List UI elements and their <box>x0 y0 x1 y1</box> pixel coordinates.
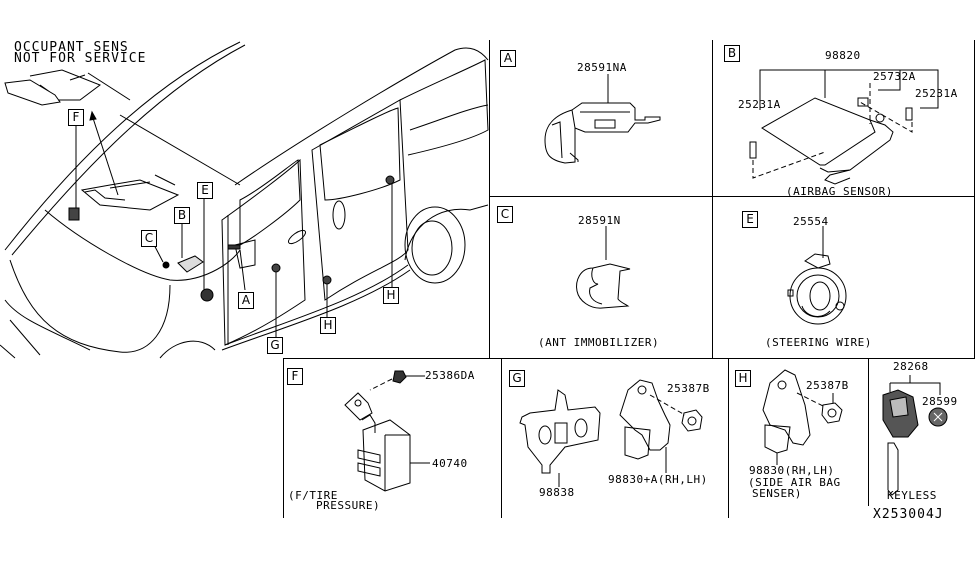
tire-pressure-caption-line1: (F/TIRE <box>288 489 338 502</box>
callout-B[interactable]: B <box>174 207 190 224</box>
callout-H-rear[interactable]: H <box>383 287 399 304</box>
divider-row1 <box>489 196 975 197</box>
side-airbag-sensor-icon <box>762 369 843 465</box>
ant-immobilizer-caption: (ANT IMMOBILIZER) <box>538 336 660 349</box>
airbag-sensor-caption: (AIRBAG SENSOR) <box>786 185 893 198</box>
part-number-25732A[interactable]: 25732A <box>873 70 916 83</box>
divider-fg <box>501 358 502 518</box>
part-number-25554[interactable]: 25554 <box>793 215 829 228</box>
antenna-immobilizer-icon <box>576 226 631 309</box>
panel-B-key: B <box>724 45 740 62</box>
panel-E-key: E <box>742 211 758 228</box>
steering-wire-spiral-cable-icon <box>787 226 847 325</box>
divider-h-keyless <box>868 358 869 506</box>
diagram-id: X253004J <box>873 507 944 522</box>
airbag-sensor-icon <box>749 69 939 185</box>
tire-pressure-receiver-icon <box>344 370 430 492</box>
divider-gh <box>728 358 729 518</box>
steering-wire-icon <box>200 288 214 302</box>
part-number-25231A-right[interactable]: 25231A <box>915 87 958 100</box>
panel-H-key: H <box>735 370 751 387</box>
part-number-98838[interactable]: 98838 <box>539 486 575 499</box>
divider-f-left <box>283 358 284 518</box>
part-number-98820[interactable]: 98820 <box>825 49 861 62</box>
part-number-98830[interactable]: 98830(RH,LH) <box>749 464 835 477</box>
vehicle-illustration <box>0 41 489 359</box>
callout-H-front[interactable]: H <box>320 317 336 334</box>
panel-A-key: A <box>500 50 516 67</box>
divider-row2 <box>283 358 975 359</box>
occupant-sensor-note-line2: NOT FOR SERVICE <box>14 51 147 66</box>
callout-C[interactable]: C <box>141 230 157 247</box>
callout-F[interactable]: F <box>68 109 84 126</box>
part-number-28591NA[interactable]: 28591NA <box>577 61 627 74</box>
divider-ab <box>712 40 713 358</box>
occupant-sensor-mat-icon <box>4 69 131 106</box>
divider-overview-right <box>489 40 490 358</box>
steering-wire-caption: (STEERING WIRE) <box>765 336 872 349</box>
callout-G[interactable]: G <box>267 337 283 354</box>
callout-E[interactable]: E <box>197 182 213 199</box>
part-number-25387B-G[interactable]: 25387B <box>667 382 710 395</box>
part-number-28268[interactable]: 28268 <box>893 360 929 373</box>
panel-F-key: F <box>287 368 303 385</box>
callout-A[interactable]: A <box>238 292 254 309</box>
part-number-25386DA[interactable]: 25386DA <box>425 369 475 382</box>
side-airbag-caption-line2: SENSER) <box>752 487 802 500</box>
tire-pressure-caption-line2: PRESSURE) <box>316 499 381 512</box>
tire-pressure-unit-icon <box>68 207 80 221</box>
part-number-40740[interactable]: 40740 <box>432 457 468 470</box>
keyless-caption: KEYLESS <box>887 489 937 502</box>
side-airbag-caption-line1: (SIDE AIR BAG <box>748 476 841 489</box>
occupant-sensor-note-line1: OCCUPANT SENS <box>14 40 129 55</box>
side-airbag-sensor-bracket-icon <box>519 379 703 487</box>
part-number-25387B-H[interactable]: 25387B <box>806 379 849 392</box>
part-number-28599[interactable]: 28599 <box>922 395 958 408</box>
panel-G-key: G <box>509 370 525 387</box>
panel-C-key: C <box>497 206 513 223</box>
keyless-remote-icon <box>882 375 948 496</box>
divider-overview-bottom <box>283 358 489 359</box>
part-number-98830-A[interactable]: 98830+A(RH,LH) <box>608 473 708 486</box>
part-number-25231A-left[interactable]: 25231A <box>738 98 781 111</box>
part-number-28591N[interactable]: 28591N <box>578 214 621 227</box>
antenna-module-icon <box>544 74 661 164</box>
